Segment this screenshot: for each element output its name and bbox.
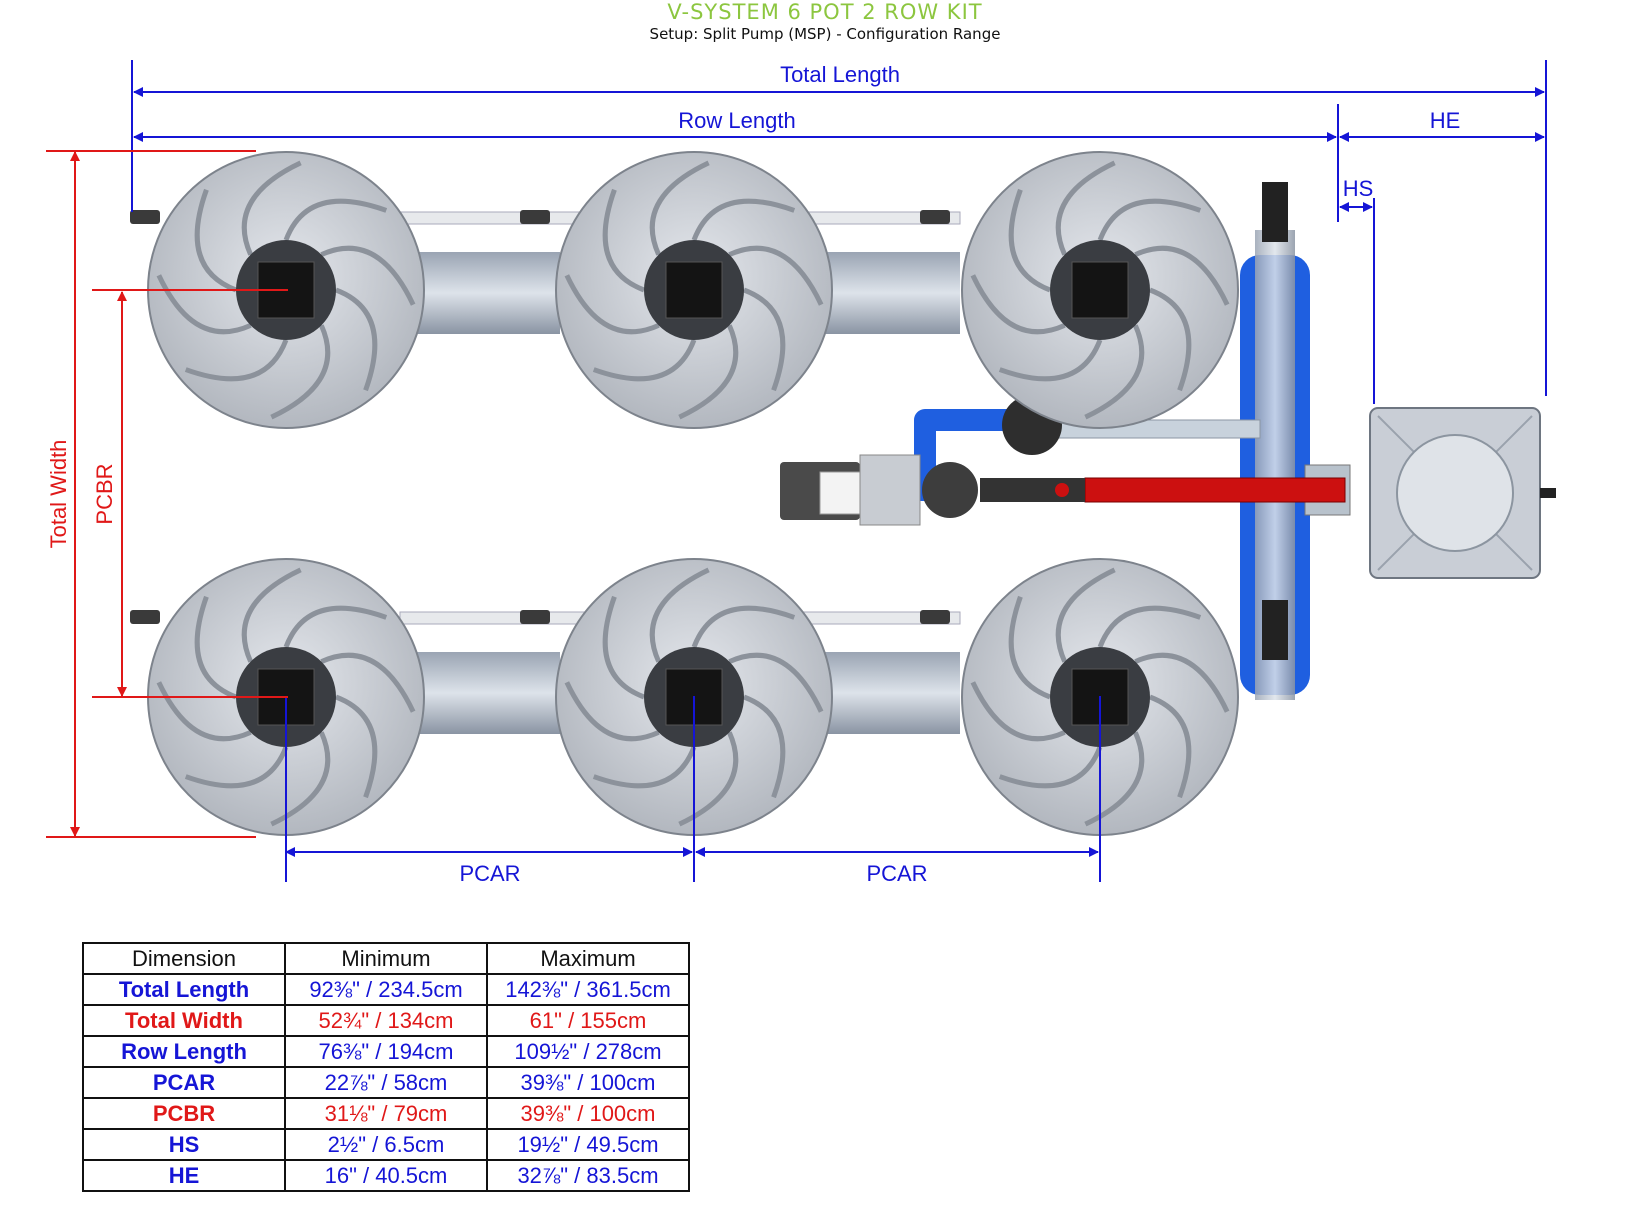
manifold-top-cap: [1262, 182, 1288, 242]
pot-row1-3: [961, 151, 1239, 429]
label-total-width: Total Width: [46, 440, 71, 549]
tube-bottom-1: [400, 652, 560, 734]
label-row-length: Row Length: [678, 108, 795, 133]
maximum-cell: 61" / 155cm: [486, 1004, 690, 1037]
system-diagram: Total Length Row Length HE HS PCAR PCAR …: [46, 60, 1556, 886]
dimension-cell: Total Width: [82, 1004, 286, 1037]
pump-valve: [1055, 483, 1069, 497]
maximum-cell: 39⅜" / 100cm: [486, 1097, 690, 1130]
minimum-cell: 76⅜" / 194cm: [284, 1035, 488, 1068]
label-total-length: Total Length: [780, 62, 900, 87]
maximum-cell: 32⅞" / 83.5cm: [486, 1159, 690, 1192]
minimum-cell: 16" / 40.5cm: [284, 1159, 488, 1192]
maximum-cell: 19½" / 49.5cm: [486, 1128, 690, 1161]
pump-assembly: [780, 395, 1085, 526]
pump-housing: [922, 462, 978, 518]
page-title: V-SYSTEM 6 POT 2 ROW KIT: [667, 0, 983, 24]
dimension-lines: [131, 60, 1547, 882]
pot-row2-1: [147, 558, 425, 836]
header-tank-lid: [1396, 434, 1514, 552]
minimum-cell: 92⅜" / 234.5cm: [284, 973, 488, 1006]
label-pcbr: PCBR: [92, 463, 117, 524]
minimum-cell: 31⅛" / 79cm: [284, 1097, 488, 1130]
table-header-dimension: Dimension: [82, 942, 286, 975]
pot-row1-2: [555, 151, 833, 429]
feed-pipe-red: [1084, 477, 1346, 503]
dimension-cell: PCBR: [82, 1097, 286, 1130]
maximum-cell: 109½" / 278cm: [486, 1035, 690, 1068]
label-pcar-2: PCAR: [866, 861, 927, 886]
label-he: HE: [1430, 108, 1461, 133]
maximum-cell: 142⅜" / 361.5cm: [486, 973, 690, 1006]
header-tank: [1369, 407, 1556, 579]
minimum-cell: 22⅞" / 58cm: [284, 1066, 488, 1099]
dimension-cell: Total Length: [82, 973, 286, 1006]
dimension-cell: HE: [82, 1159, 286, 1192]
minimum-cell: 2½" / 6.5cm: [284, 1128, 488, 1161]
dimension-cell: Row Length: [82, 1035, 286, 1068]
page-subtitle: Setup: Split Pump (MSP) - Configuration …: [649, 25, 1001, 43]
maximum-cell: 39⅜" / 100cm: [486, 1066, 690, 1099]
header-tank-outlet: [1540, 488, 1556, 498]
dimension-cell: PCAR: [82, 1066, 286, 1099]
label-pcar-1: PCAR: [459, 861, 520, 886]
label-hs: HS: [1343, 176, 1374, 201]
dimension-cell: HS: [82, 1128, 286, 1161]
pump-motor: [859, 454, 921, 526]
table-header-minimum: Minimum: [284, 942, 488, 975]
tube-top-1: [400, 252, 560, 334]
manifold: [1009, 182, 1351, 700]
pump-outlet: [980, 478, 1085, 502]
pot-valves: [130, 210, 950, 624]
manifold-bottom-cap: [1262, 600, 1288, 660]
table-header-maximum: Maximum: [486, 942, 690, 975]
minimum-cell: 52¾" / 134cm: [284, 1004, 488, 1037]
table-header-row: Dimension Minimum Maximum: [82, 942, 690, 975]
width-dimension-lines: [46, 150, 288, 838]
